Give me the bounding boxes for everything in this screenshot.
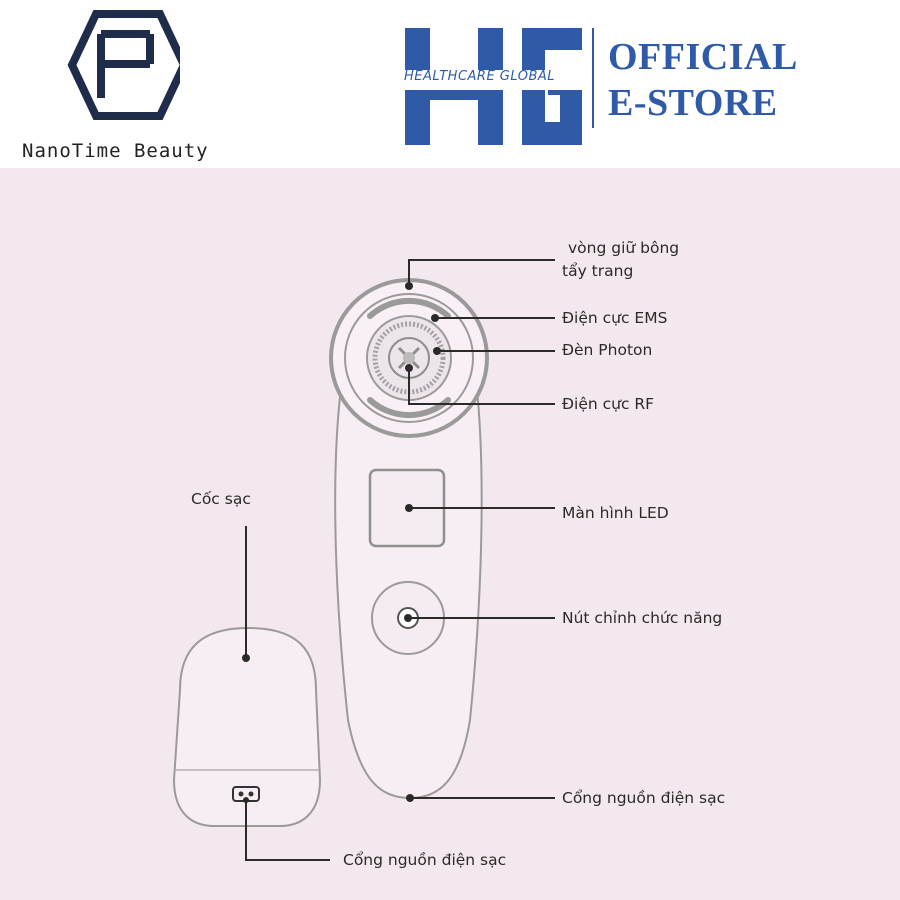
- brand-name: NanoTime Beauty: [22, 140, 209, 162]
- header-bar: NanoTime Beauty HEALTHCARE GLOBAL OFFICI…: [0, 0, 900, 168]
- label-photon: Đèn Photon: [562, 341, 653, 359]
- official-label: OFFICIAL: [608, 36, 798, 78]
- label-ems: Điện cực EMS: [562, 309, 668, 327]
- hg-logo: [400, 28, 585, 145]
- label-led: Màn hình LED: [562, 504, 669, 522]
- estore-label: E-STORE: [608, 82, 778, 124]
- label-rf: Điện cực RF: [562, 395, 655, 413]
- charging-cup: [172, 626, 322, 827]
- hg-tagline: HEALTHCARE GLOBAL: [404, 69, 556, 84]
- label-cup-port: Cổng nguồn điện sạc: [343, 851, 507, 869]
- hexagon-logo-icon: [67, 10, 180, 120]
- label-device-port: Cổng nguồn điện sạc: [562, 789, 726, 807]
- label-ring-line1: vòng giữ bông: [568, 239, 680, 257]
- label-button: Nút chỉnh chức năng: [562, 609, 723, 627]
- divider: [592, 28, 594, 128]
- label-ring-line2: tẩy trang: [562, 262, 634, 280]
- label-cup: Cốc sạc: [191, 490, 251, 508]
